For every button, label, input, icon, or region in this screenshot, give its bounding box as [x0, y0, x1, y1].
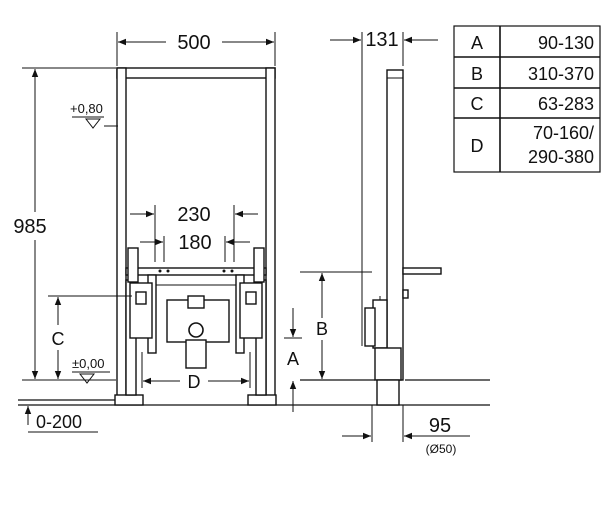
zero-level-marker: ±0,00 [72, 356, 110, 384]
table-row: D 70-160/ 290-380 [471, 123, 595, 167]
dimension-230: 230 [130, 204, 258, 262]
table-value: 63-283 [538, 94, 594, 114]
dimension-depth: 131 [330, 29, 438, 346]
side-frame-profile [386, 69, 404, 381]
dimension-b: B [300, 271, 372, 379]
table-value: 90-130 [538, 33, 594, 53]
dimension-width: 500 [116, 32, 276, 66]
foot-right [247, 394, 277, 406]
height-label: 985 [13, 216, 46, 238]
zero-level-label: ±0,00 [72, 356, 104, 371]
dimension-table: A 90-130 B 310-370 C 63-283 D 70-160/ 29… [453, 25, 601, 173]
dimension-d: D [141, 352, 251, 392]
dimension-height: 985 [13, 67, 116, 381]
foot-left [114, 394, 144, 406]
table-key: C [471, 94, 484, 114]
table-key: A [471, 33, 483, 53]
bracket-inner-label: 180 [178, 232, 211, 254]
table-value: 310-370 [528, 64, 594, 84]
table-row: B 310-370 [471, 64, 594, 84]
side-view: 131 A B 95 (Ø50) [284, 29, 490, 456]
frame-right-post [265, 67, 276, 399]
pipe-label: (Ø50) [426, 442, 457, 456]
frame-left-post [116, 67, 127, 399]
frame-top-rail [116, 67, 276, 79]
width-label: 500 [177, 32, 210, 54]
side-bracket-arm [402, 267, 442, 275]
label-a: A [287, 349, 299, 369]
dimension-offset: 95 (Ø50) [342, 405, 470, 456]
label-b: B [316, 319, 328, 339]
table-row: C 63-283 [471, 94, 595, 114]
table-value-line2: 290-380 [528, 147, 594, 167]
dimension-a: A [284, 308, 302, 412]
bracket-outer-label: 230 [177, 204, 210, 226]
frame-crossbar [125, 267, 267, 276]
label-d: D [188, 372, 201, 392]
floor-adjust-label: 0-200 [36, 412, 82, 432]
floor-adjust-dimension: 0-200 [24, 406, 98, 433]
depth-label: 131 [365, 29, 398, 51]
dimension-180: 180 [140, 232, 250, 262]
top-level-marker: +0,80 [70, 101, 118, 129]
table-value-line1: 70-160/ [533, 123, 594, 143]
front-view: 500 985 +0,80 230 [13, 32, 300, 433]
bracket-left [127, 247, 139, 283]
drain-pipe [185, 339, 207, 369]
table-key: B [471, 64, 483, 84]
bracket-right [253, 247, 265, 283]
top-level-label: +0,80 [70, 101, 103, 116]
table-row: A 90-130 [471, 33, 594, 53]
valve-connector [188, 322, 204, 338]
label-c: C [52, 329, 65, 349]
dimension-c: C [48, 295, 132, 379]
frame [114, 67, 277, 406]
table-key: D [471, 136, 484, 156]
offset-label: 95 [429, 415, 451, 437]
